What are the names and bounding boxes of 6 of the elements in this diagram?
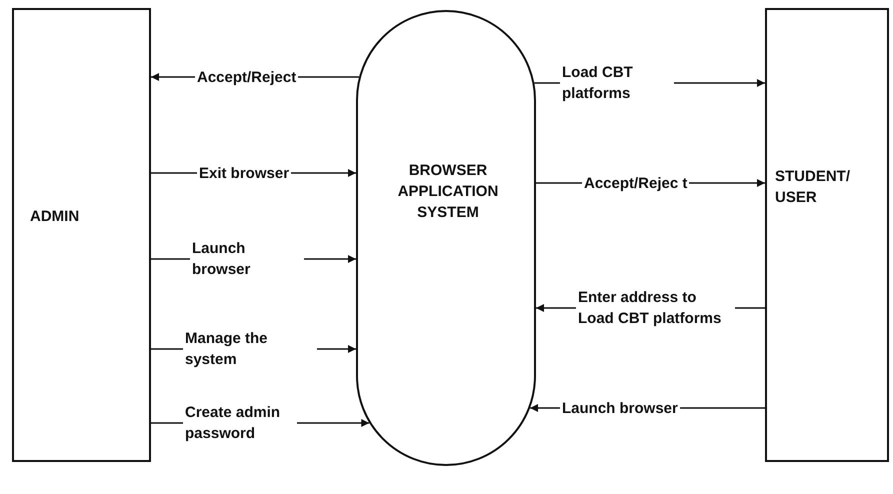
entity-box [765,8,889,462]
node-label: BROWSER APPLICATION SYSTEM [396,161,500,223]
node-label: ADMIN [30,207,80,227]
node-label: STUDENT/ USER [775,167,851,208]
system-stadium [356,10,536,466]
entity-box [12,8,151,462]
